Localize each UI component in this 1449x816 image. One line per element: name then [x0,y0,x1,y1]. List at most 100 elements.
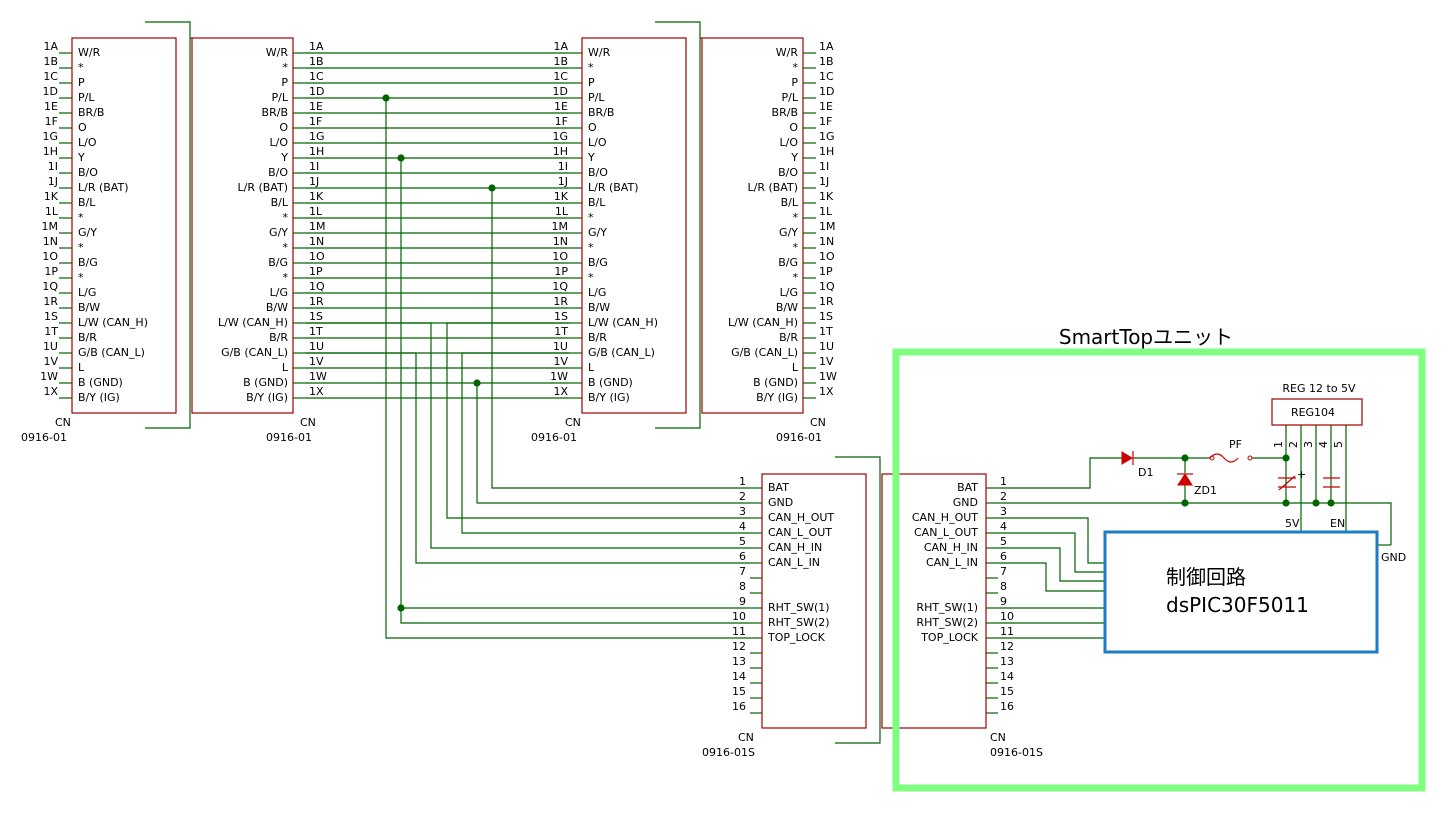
connector-b-signal: L/G [270,286,288,299]
connector-c-pin-1X: 1X [553,385,568,398]
connector-c-pin-1W: 1W [550,370,568,383]
connector-f-pin: 9 [1000,595,1007,608]
connector-a-pin-1H: 1H [43,145,58,158]
connector-a-pin-1U: 1U [43,340,58,353]
connector-e-pin: 5 [739,535,746,548]
connector-d-pin-1F: 1F [819,115,832,128]
connector-d-pin-1N: 1N [819,235,834,248]
connector-d-pin-1D: 1D [819,85,834,98]
connector-a-signal: * [78,271,84,284]
connector-b-pin-1H: 1H [309,145,324,158]
connector-e-pin: 11 [732,625,746,638]
connector-e-signal: GND [768,496,793,509]
connector-b-signal: * [283,271,289,284]
connector-b-pin-1F: 1F [309,115,322,128]
connector-d-pin-1M: 1M [819,220,836,233]
connector-f-pin: 2 [1000,490,1007,503]
connector-a-pin-1W: 1W [40,370,58,383]
connector-a-pin-1J: 1J [48,175,58,188]
connector-b-pin-1R: 1R [309,295,324,308]
connector-c-signal: L/G [588,286,606,299]
connector-e-part: 0916-01S [702,746,755,759]
connector-c-signal: L [588,361,595,374]
connector-c-frame [655,21,701,429]
fuse-terminal [1247,455,1253,461]
connector-f-pin: 1 [1000,475,1007,488]
connector-b-signal: B/O [268,166,288,179]
connector-a-pin-1O: 1O [42,250,58,263]
connector-f-pin: 3 [1000,505,1007,518]
can-l-out-wire [461,352,750,534]
connector-a-pin-1P: 1P [44,265,58,278]
connector-d-signal: P [791,76,798,89]
connector-a-pin-1D: 1D [43,85,58,98]
component-bodies [71,37,1426,792]
connector-d-pin-1O: 1O [819,250,835,263]
bat-wire [491,188,750,489]
connector-b-pin-1P: 1P [309,265,323,278]
connector-c-pin-1I: 1I [558,160,568,173]
controller-chip: dsPIC30F5011 [1166,593,1309,617]
junction-dot [1327,499,1335,507]
connector-b-pin-1I: 1I [309,160,319,173]
connector-a-signal: B/G [78,256,98,269]
connector-d-signal: P/L [782,91,799,104]
connector-f-part: 0916-01S [990,746,1043,759]
connector-a-signal: L/R (BAT) [78,181,129,194]
connector-d-pin-1L: 1L [819,205,833,218]
connector-e-pin: 1 [739,475,746,488]
connector-b-signal: * [283,211,289,224]
connector-a-signal: * [78,61,84,74]
connector-e-signal: RHT_SW(1) [768,601,830,614]
connector-e-pin: 12 [732,640,746,653]
junction-dot [488,184,496,192]
connector-c-pin-1J: 1J [558,175,568,188]
connector-d-signal: B/R [779,331,798,344]
connector-c-signal: * [588,211,594,224]
connector-a-label: CN [55,416,71,429]
connector-e-signal: CAN_L_IN [768,556,820,569]
connector-e-signal: TOP_LOCK [767,631,826,644]
connector-c-signal: B/O [588,166,608,179]
connector-c-pin-1M: 1M [552,220,569,233]
regulator-pin: 3 [1302,441,1315,448]
connector-a-pin-1I: 1I [48,160,58,173]
connector-c-pin-1V: 1V [553,355,568,368]
connector-b-pin-1C: 1C [309,70,324,83]
connector-d-pin-1W: 1W [819,370,837,383]
connector-b-pin-1O: 1O [309,250,325,263]
connector-a-signal: B/L [78,196,96,209]
zener-zd1 [1177,473,1193,486]
connector-d-signal: B/G [778,256,798,269]
connector-f-pin: 10 [1000,610,1014,623]
controller-signal-wire [998,562,1105,592]
diode-d1-label: D1 [1138,466,1153,479]
connector-b-pin-1M: 1M [309,220,326,233]
connector-c-body [581,37,687,414]
connector-a-pin-1B: 1B [43,55,58,68]
connector-a-signal: B/W [78,301,100,314]
connector-a-signal: * [78,241,84,254]
wires [59,21,1392,744]
connector-a-signal: P/L [78,91,95,104]
connector-b-pin-1N: 1N [309,235,324,248]
connector-f-pin: 4 [1000,520,1007,533]
connector-e-pin: 13 [732,655,746,668]
gnd-bus-wire [998,502,1392,545]
connector-b-signal: * [283,61,289,74]
regulator-pin: 1 [1272,441,1285,448]
connector-d-signal: L/W (CAN_H) [728,316,798,329]
connector-f-signal: GND [953,496,978,509]
connector-a-signal: L/O [78,136,97,149]
connector-d-signal: G/Y [779,226,798,239]
connector-c-signal: L/W (CAN_H) [588,316,658,329]
connector-c-signal: B (GND) [588,376,633,389]
connector-b-signal: B/L [271,196,289,209]
connector-c-signal: W/R [588,46,611,59]
connector-b-signal: B/W [266,301,288,314]
regulator-name: REG104 [1291,406,1335,419]
connector-d-part: 0916-01 [776,431,822,444]
connector-d-pin-1A: 1A [819,40,834,53]
connector-d-signal: L/R (BAT) [748,181,799,194]
zener-zd1-label: ZD1 [1194,484,1217,497]
